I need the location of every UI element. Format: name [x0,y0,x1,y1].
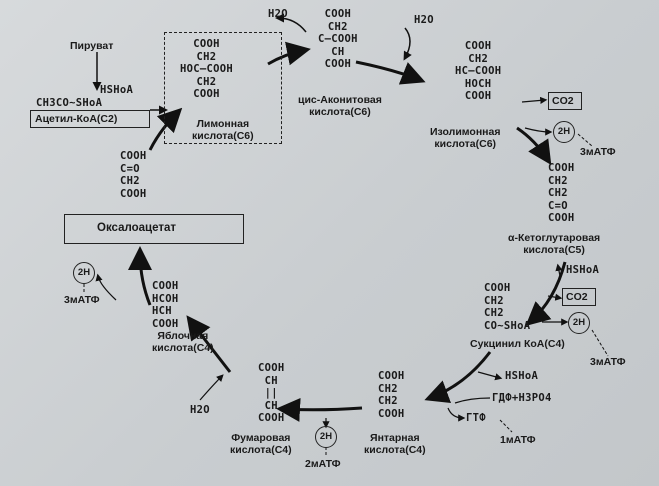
co2-label-2: CO2 [566,291,588,303]
arrow-water-in [403,27,412,61]
co2-box-1: CO2 [548,92,582,110]
arrow-aconitate-to-isocitrate [355,60,426,85]
aconitate-formula: COOH CH2 C—COOH CH COOH [318,8,358,70]
hshoa-label: HSHoA [100,84,134,96]
succinate-name: Янтарная кислота(С4) [364,432,426,456]
arrow-hshoa-2 [555,263,563,277]
arrow-hshoa-3 [477,371,503,381]
arrow-2h-4 [95,273,117,301]
succinyl-name: Сукцинил КоА(С4) [470,338,565,350]
gtp-label: ГТФ [466,412,486,424]
isocitrate-formula: COOH CH2 HC—COOH HOCH COOH [455,40,502,102]
succinate-formula: COOH CH2 CH2 COOH [378,370,405,420]
ketoglutarate-name: α-Кетоглутаровая кислота(С5) [508,232,601,256]
water-out-label: H2O [268,8,288,20]
citrate-name: Лимонная кислота(С6) [192,118,254,142]
arrow-succinyl-to-succinate [424,351,492,403]
arrow-2h-1 [524,127,553,136]
arrow-gtp [447,407,466,422]
acetyl-box: Ацетил-КоА(С2) [30,110,150,128]
acetyl-box-label: Ацетил-КоА(С2) [35,113,118,125]
arrow-succinate-to-fumarate [276,397,363,422]
arrow-citrate-to-aconitate [267,41,311,66]
ketoglutarate-formula: COOH CH2 CH2 C=O COOH [548,162,575,224]
malate-formula: COOH HCOH HCH COOH [152,280,179,330]
gdp-label: ГДФ+H3PO4 [492,392,552,404]
water-label-3: H2O [190,404,210,416]
co2-label-1: CO2 [552,95,574,107]
succinyl-formula: COOH CH2 CH2 CO~SHoA [484,282,531,332]
atp-label-5: 3мАТФ [64,294,100,306]
two-h-circle-4: 2H [73,262,95,284]
atp-label-4: 2мАТФ [305,458,341,470]
citrate-box [164,32,282,144]
hshoa-label-3: HSHoA [505,370,539,382]
aconitate-name: цис-Аконитовая кислота(С6) [298,94,382,118]
oxaloacetate-formula: COOH C=O CH2 COOH [120,150,147,200]
arrow-fumarate-to-malate [186,315,232,373]
two-h-circle-1: 2H [553,121,575,143]
two-h-circle-2: 2H [568,312,590,334]
malate-name: Яблочная кислота(С4) [152,330,214,354]
hshoa-label-2: HSHoA [566,264,600,276]
atp-label-3: 1мАТФ [500,434,536,446]
arrow-co2-2 [547,293,563,301]
arrow-co2-1 [521,96,548,105]
arrow-gdp [454,397,491,404]
arrow-ketoglutarate-to-succinyl [525,261,567,326]
fumarate-formula: COOH CH || CH COOH [258,362,285,424]
atp-label-1: 3мАТФ [580,146,616,158]
arrow-isocitrate-to-ketoglutarate [516,126,552,166]
atp-label-2: 3мАТФ [590,356,626,368]
arrow-malate-to-oxaloacetate [128,246,153,306]
isocitrate-name: Изолимонная кислота(С6) [430,126,501,150]
two-h-circle-3: 2H [315,426,337,448]
dash-atp-2 [591,329,609,357]
dash-atp-1 [577,133,593,147]
co2-box-2: CO2 [562,288,596,306]
oxaloacetate-box: Оксалоацетат [64,214,244,244]
acetyl-formula: CH3CO~SHoA [36,97,103,109]
oxaloacetate-label: Оксалоацетат [97,222,177,234]
fumarate-name: Фумаровая кислота(С4) [230,432,292,456]
water-in-label: H2O [414,14,434,26]
citrate-formula: COOH CH2 HOC—COOH CH2 COOH [180,38,233,100]
arrow-oxaloacetate-to-citrate [148,107,183,151]
pyruvate-label: Пируват [70,40,114,52]
arrow-water-out [275,13,307,33]
arrow-h2o-3 [199,374,224,401]
dash-atp-3 [499,419,513,433]
